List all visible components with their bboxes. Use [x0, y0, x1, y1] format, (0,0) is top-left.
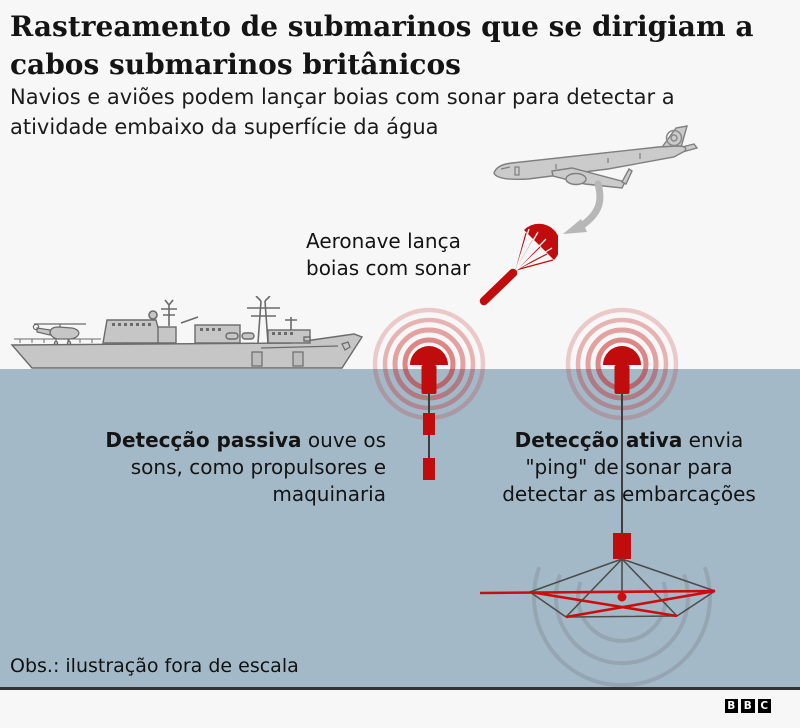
drop-arrow-icon — [563, 180, 604, 234]
bbc-logo-letter: B — [724, 699, 738, 713]
active-label-line-3: detectar as embarcações — [502, 482, 756, 506]
page-title: Rastreamento de submarinos que se dirigi… — [10, 8, 790, 84]
subtitle-line-1: Navios e aviões podem lançar boias com s… — [10, 85, 675, 109]
bbc-logo-letter: B — [741, 699, 755, 713]
sonobuoy-parachute-icon — [479, 223, 558, 306]
subtitle-line-2: atividade embaixo da superfície da água — [10, 115, 439, 139]
water-area — [0, 369, 800, 690]
aircraft-label-line-1: Aeronave lança — [306, 229, 461, 253]
surveillance-aircraft-icon — [493, 125, 699, 189]
active-sonobuoy-icon — [479, 307, 716, 688]
bbc-logo-letter: C — [757, 699, 771, 713]
page-subtitle: Navios e aviões podem lançar boias com s… — [10, 82, 790, 142]
passive-label-line-1: ouve os — [301, 428, 386, 452]
passive-sonobuoy-icon — [372, 307, 486, 480]
active-label-line-2: "ping" de sonar para — [525, 455, 733, 479]
active-detection-label: Detecção ativa envia "ping" de sonar par… — [486, 427, 772, 508]
passive-label-bold: Detecção passiva — [105, 428, 302, 452]
aircraft-label-line-2: boias com sonar — [306, 256, 471, 280]
warship-icon — [10, 296, 364, 369]
title-line-1: Rastreamento de submarinos que se dirigi… — [10, 10, 754, 43]
active-label-bold: Detecção ativa — [514, 428, 683, 452]
aircraft-drop-label: Aeronave lança boias com sonar — [306, 228, 470, 282]
passive-detection-label: Detecção passiva ouve os sons, como prop… — [86, 427, 386, 508]
passive-label-line-3: maquinaria — [272, 482, 386, 506]
active-label-line-1: envia — [682, 428, 744, 452]
scale-note: Obs.: ilustração fora de escala — [10, 655, 299, 677]
bbc-logo: B B C — [724, 699, 771, 713]
title-line-2: cabos submarinos britânicos — [10, 48, 461, 81]
tail-roundel-icon — [665, 129, 683, 147]
passive-label-line-2: sons, como propulsores e — [130, 455, 386, 479]
helicopter-icon — [32, 323, 86, 346]
transducer-frame-icon — [529, 558, 716, 618]
